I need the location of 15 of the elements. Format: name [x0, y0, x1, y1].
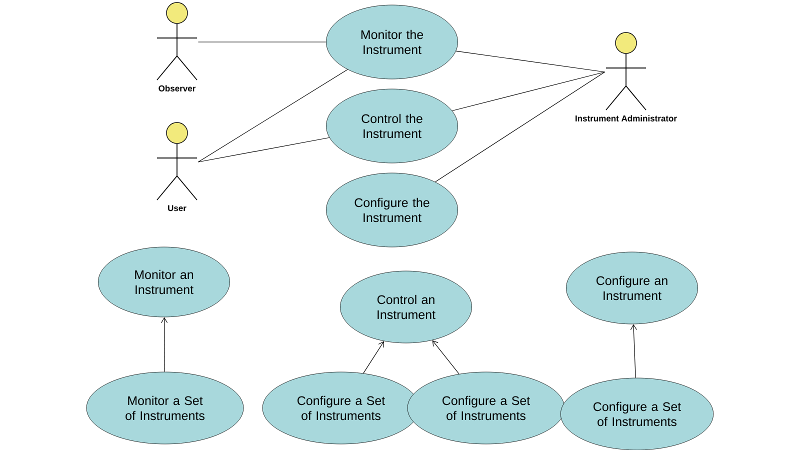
association-line: [435, 72, 606, 182]
actor-figure: Observer: [156, 2, 198, 92]
association-line: [198, 137, 330, 162]
node-label: Instrument Administrator: [576, 115, 677, 122]
association-line: [198, 69, 348, 162]
arrow: [161, 317, 168, 372]
node-label: Observer: [158, 85, 196, 92]
association-line: [452, 72, 606, 112]
association-line: [456, 50, 606, 72]
node-label: User: [168, 205, 186, 212]
actor-figure: Instrument Administrator: [576, 32, 677, 122]
actor-figure: User: [156, 122, 198, 212]
arrow: [630, 324, 637, 378]
arrow: [432, 340, 460, 374]
arrow: [363, 341, 384, 374]
